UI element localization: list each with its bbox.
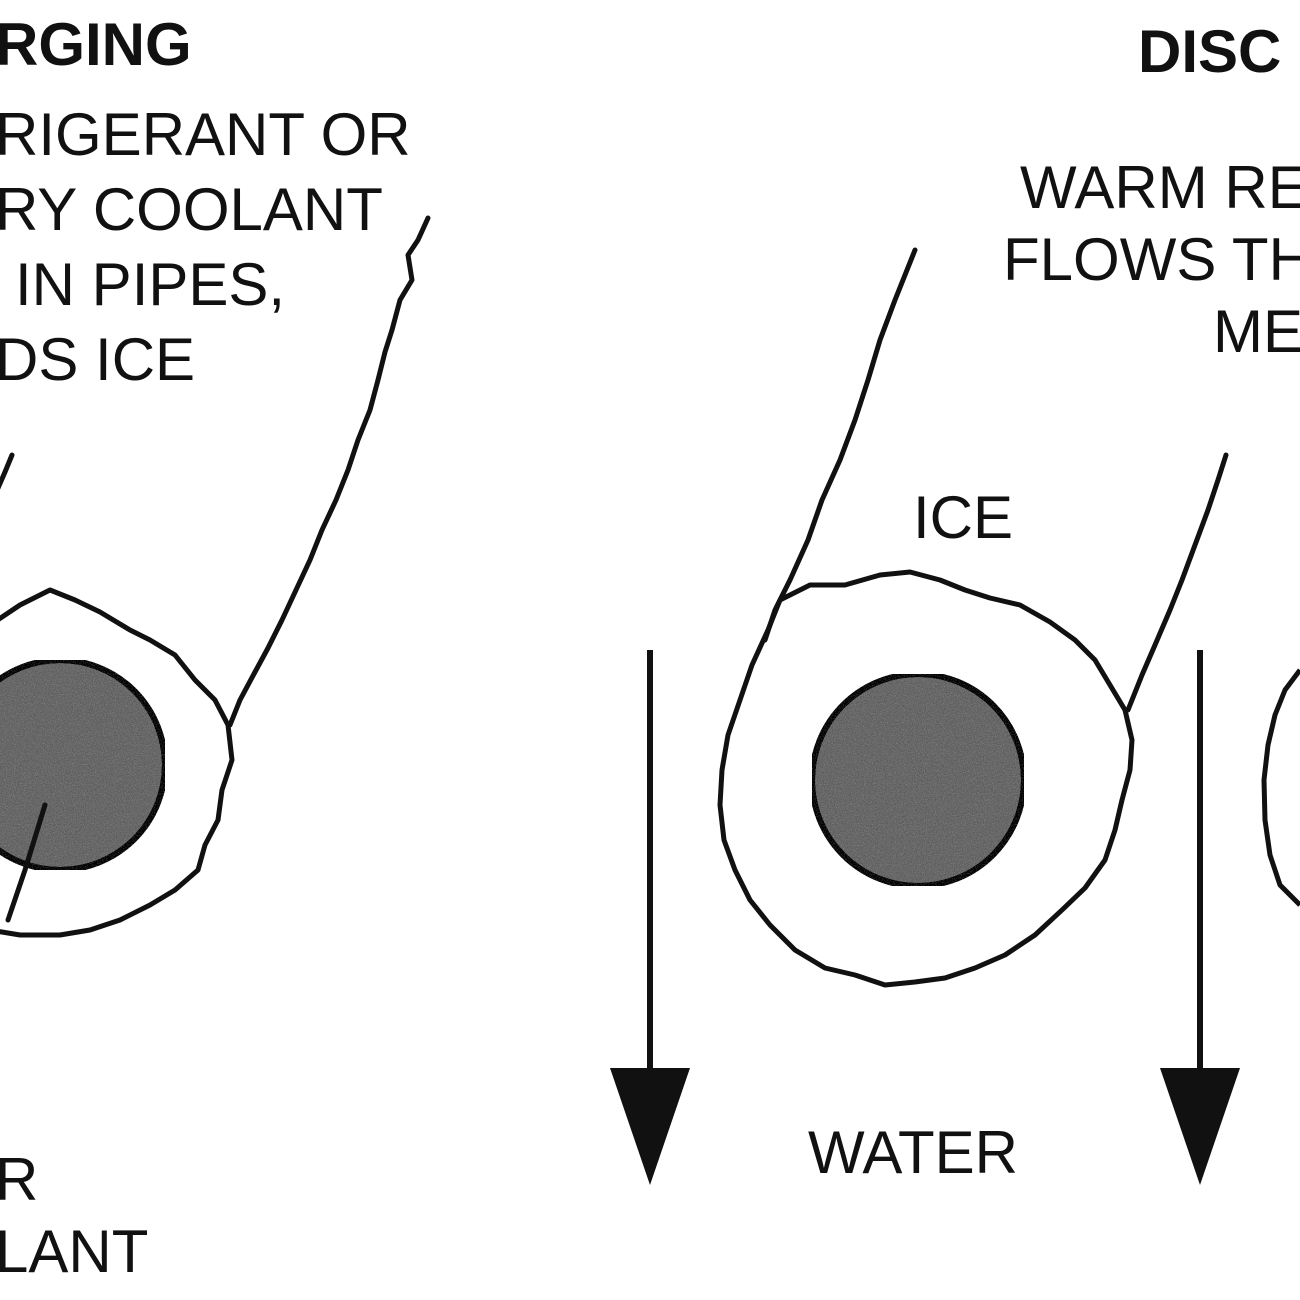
charging-desc-line-3: IN PIPES, xyxy=(15,251,285,318)
charging-leader-line xyxy=(227,215,431,728)
charging-heading: RGING xyxy=(0,11,192,78)
discharging-ice-ring xyxy=(717,569,1135,988)
charging-pipe-leader xyxy=(5,802,48,923)
charging-desc-line-1: RIGERANT OR xyxy=(0,101,411,168)
charging-ice-ring xyxy=(0,587,235,938)
discharging-heading: DISC xyxy=(1138,18,1281,85)
discharging-desc-line-3: ME xyxy=(1213,298,1300,365)
water-flow-arrow-left xyxy=(610,650,690,1185)
discharging-left-leader xyxy=(762,247,918,643)
charging-short-leader xyxy=(0,452,15,490)
discharging-desc-line-2: FLOWS TH xyxy=(1003,226,1300,293)
discharging-panel: DISC WARM RE FLOWS TH ME ICE WATER xyxy=(610,18,1300,1186)
charging-bottom-line-2: LANT xyxy=(0,1218,148,1285)
charging-pipe xyxy=(0,657,168,873)
water-label: WATER xyxy=(808,1119,1018,1186)
charging-desc-line-2: RY COOLANT xyxy=(0,176,383,243)
ice-label: ICE xyxy=(913,484,1013,551)
discharging-pipe xyxy=(809,671,1027,889)
discharging-description: WARM RE FLOWS TH ME xyxy=(1003,154,1300,365)
discharging-desc-line-1: WARM RE xyxy=(1020,154,1300,221)
water-flow-arrow-right xyxy=(1160,650,1240,1185)
charging-bottom-line-1: R xyxy=(0,1146,38,1213)
charging-bottom-label: R LANT xyxy=(0,1146,148,1285)
charging-description: RIGERANT OR RY COOLANT IN PIPES, DS ICE xyxy=(0,101,411,393)
charging-panel: RGING RIGERANT OR RY COOLANT IN PIPES, D… xyxy=(0,11,431,1285)
charging-desc-line-4: DS ICE xyxy=(0,326,195,393)
discharging-right-leader xyxy=(1125,452,1229,713)
next-ice-ring-partial xyxy=(1261,668,1300,907)
